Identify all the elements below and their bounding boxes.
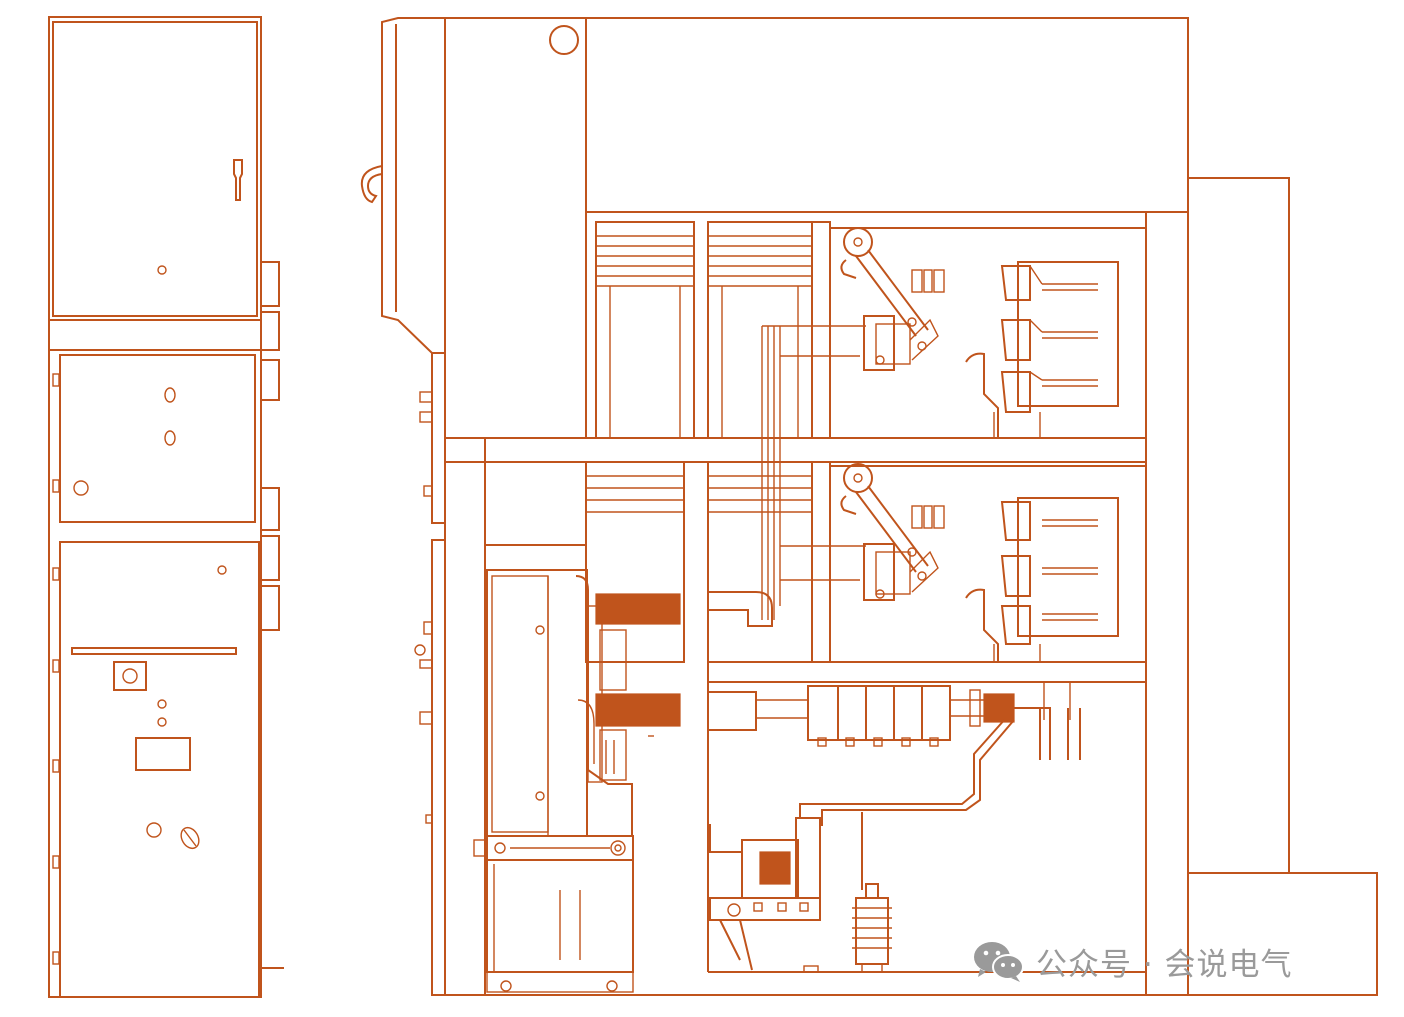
side-section-view bbox=[360, 17, 1378, 996]
front-lower-door bbox=[59, 541, 260, 998]
middle-disconnector bbox=[840, 463, 945, 601]
door-handle-icon bbox=[233, 159, 243, 201]
upper-contact-arm bbox=[595, 593, 681, 625]
earthing-switch bbox=[709, 717, 1015, 971]
door-handle-icon bbox=[360, 165, 383, 204]
front-upper-door bbox=[52, 21, 258, 317]
front-nameplate bbox=[135, 737, 191, 771]
surge-arrester bbox=[852, 812, 892, 973]
front-door-profile bbox=[381, 17, 445, 354]
watermark: 公众号 · 会说电气 bbox=[972, 938, 1293, 984]
indicator-lamp bbox=[549, 25, 579, 55]
watermark-text: 公众号 · 会说电气 bbox=[1036, 946, 1293, 983]
front-indicator-box bbox=[113, 661, 147, 691]
current-transformers bbox=[708, 682, 1081, 760]
front-view bbox=[48, 16, 284, 998]
circuit-breaker-truck bbox=[473, 569, 681, 993]
middle-busbar-assembly bbox=[965, 497, 1119, 662]
front-middle-door bbox=[59, 354, 256, 523]
upper-busbar-assembly bbox=[965, 261, 1119, 438]
wechat-icon bbox=[974, 942, 1024, 982]
upper-disconnector bbox=[840, 227, 945, 371]
lower-contact-arm bbox=[595, 693, 681, 727]
